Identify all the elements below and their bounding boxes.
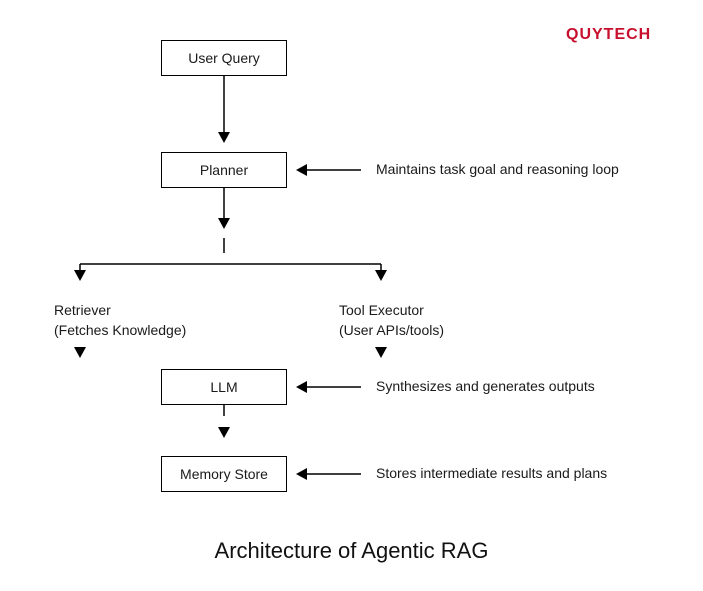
quytech-logo: QUYTECH xyxy=(566,26,652,43)
retriever-title: Retriever xyxy=(54,302,111,318)
arrowhead-pointer-memory xyxy=(296,468,307,480)
tool-executor-title: Tool Executor xyxy=(339,302,424,318)
arrowhead-planner-top xyxy=(218,132,230,143)
retriever-subtitle: (Fetches Knowledge) xyxy=(54,322,187,338)
memory-store-node: Memory Store xyxy=(161,456,287,492)
diagram-caption: Architecture of Agentic RAG xyxy=(214,538,489,563)
arrowhead-llm-bottom xyxy=(218,427,230,438)
arrowhead-pointer-planner xyxy=(296,164,307,176)
llm-node: LLM xyxy=(161,369,287,405)
arrowhead-branch-right xyxy=(375,270,387,281)
planner-node: Planner xyxy=(161,152,287,188)
arrowhead-branch-left xyxy=(74,270,86,281)
tool-executor-subtitle: (User APIs/tools) xyxy=(339,322,445,338)
arrowhead-retriever-down xyxy=(74,347,86,358)
planner-note: Maintains task goal and reasoning loop xyxy=(376,161,619,177)
memory-store-note: Stores intermediate results and plans xyxy=(376,465,608,481)
retriever-label: Retriever (Fetches Knowledge) xyxy=(54,300,186,340)
arrowhead-tool-down xyxy=(375,347,387,358)
arrowhead-planner-bottom xyxy=(218,218,230,229)
tool-executor-label: Tool Executor (User APIs/tools) xyxy=(339,300,444,340)
llm-note: Synthesizes and generates outputs xyxy=(376,378,595,394)
user-query-node: User Query xyxy=(161,40,287,76)
arrowhead-pointer-llm xyxy=(296,381,307,393)
